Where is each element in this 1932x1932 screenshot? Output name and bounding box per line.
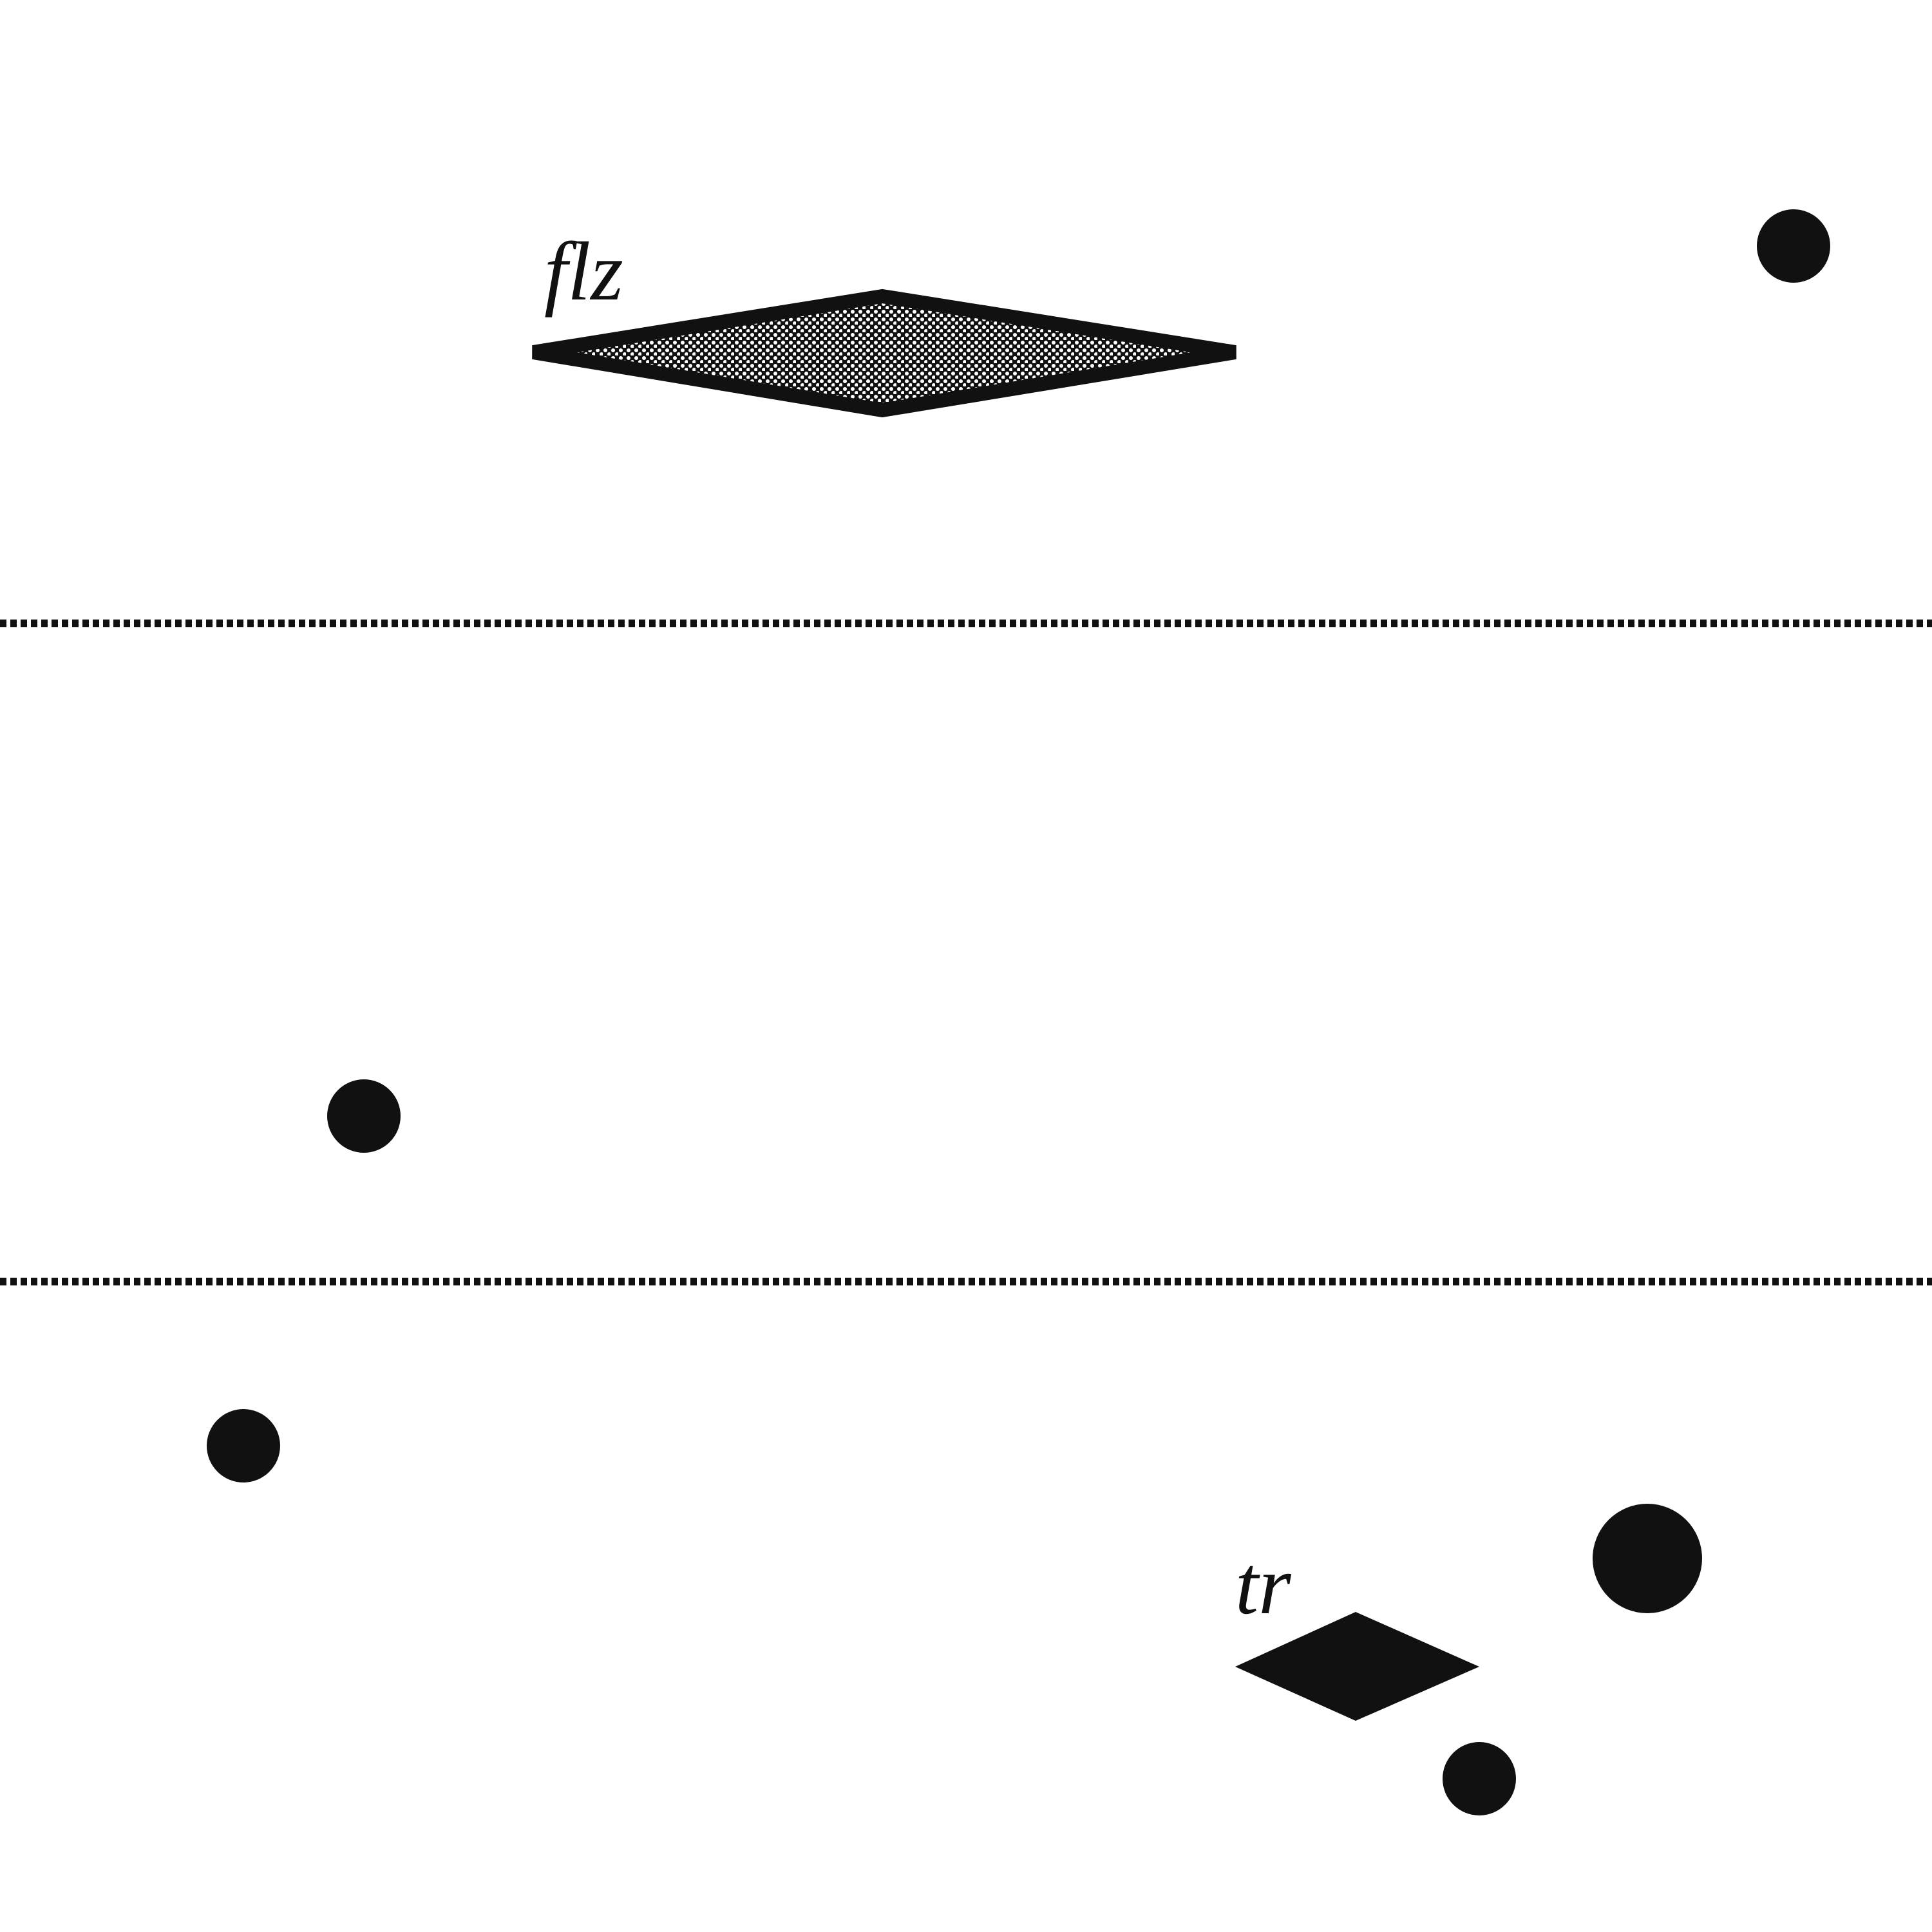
- label-flz: flz: [544, 225, 623, 318]
- label-tr: tr: [1235, 1539, 1291, 1632]
- stippled-diamond-shape: [532, 289, 1236, 418]
- solid-diamond-shape: [1235, 1612, 1479, 1721]
- dot-lower-left: [207, 1409, 280, 1482]
- dot-middle-left: [327, 1079, 401, 1153]
- dot-bottom: [1443, 1742, 1516, 1815]
- dot-lower-right-large: [1593, 1504, 1702, 1613]
- dot-top-right: [1757, 209, 1830, 283]
